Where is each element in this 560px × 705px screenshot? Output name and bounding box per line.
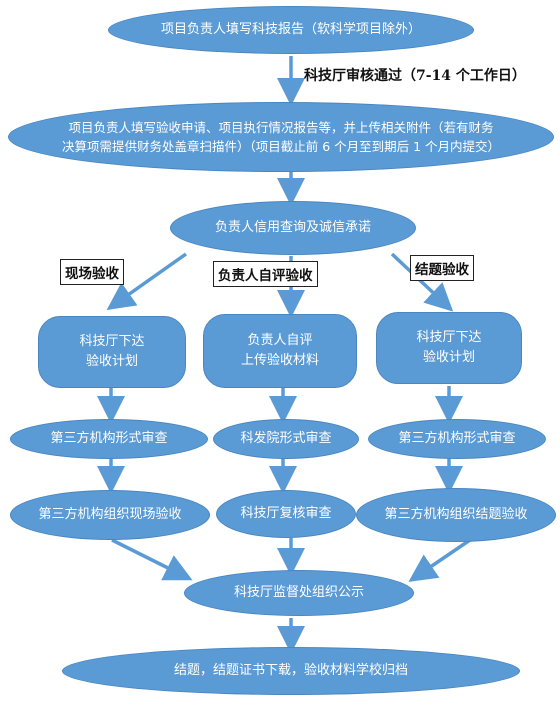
node-right-closing-acceptance: 第三方机构组织结题验收 [356, 488, 556, 542]
node-credit-check: 负责人信用查询及诚信承诺 [170, 201, 416, 255]
node-middle-recheck: 科技厅复核审查 [216, 490, 356, 538]
label-review-passed: 科技厅审核通过（7-14 个工作日） [304, 68, 526, 84]
node-acceptance-application-line2: 决算项需提供财务处盖章扫描件）（项目截止前 6 个月至到期后 1 个月内提交） [61, 139, 501, 154]
node-right-formal-review: 第三方机构形式审查 [368, 419, 546, 459]
node-middle-self-evaluation-line2: 上传验收材料 [240, 353, 319, 368]
node-acceptance-application-line1: 项目负责人填写验收申请、项目执行情况报告等，并上传相关附件（若有财务 [68, 120, 494, 135]
node-submit-tech-report: 项目负责人填写科技报告（软科学项目除外） [108, 6, 474, 54]
label-closing-acceptance: 结题验收 [410, 255, 474, 281]
node-middle-self-evaluation: 负责人自评 上传验收材料 [203, 314, 357, 388]
node-left-issue-plan-line2: 验收计划 [85, 354, 138, 369]
node-right-issue-plan-line2: 验收计划 [422, 350, 475, 365]
node-conclusion-archive: 结题，结题证书下载，验收材料学校归档 [62, 647, 520, 695]
node-middle-self-evaluation-line1: 负责人自评 [247, 333, 313, 348]
node-acceptance-application: 项目负责人填写验收申请、项目执行情况报告等，并上传相关附件（若有财务 决算项需提… [8, 102, 554, 172]
arrow-r3-n4 [408, 538, 471, 582]
label-self-evaluation-acceptance: 负责人自评验收 [213, 261, 318, 287]
node-left-issue-plan: 科技厅下达 验收计划 [38, 316, 186, 388]
node-left-issue-plan-line1: 科技厅下达 [79, 334, 145, 349]
node-publicity: 科技厅监督处组织公示 [184, 570, 414, 616]
node-left-onsite-acceptance: 第三方机构组织现场验收 [10, 490, 210, 540]
arrow-l3-n4 [111, 538, 193, 581]
label-onsite-acceptance: 现场验收 [60, 259, 124, 285]
node-middle-formal-review: 科发院形式审查 [213, 419, 359, 459]
arrow-n3-l1 [106, 252, 188, 311]
node-left-formal-review: 第三方机构形式审查 [10, 419, 208, 459]
node-right-issue-plan-line1: 科技厅下达 [416, 330, 482, 345]
node-right-issue-plan: 科技厅下达 验收计划 [376, 312, 522, 384]
